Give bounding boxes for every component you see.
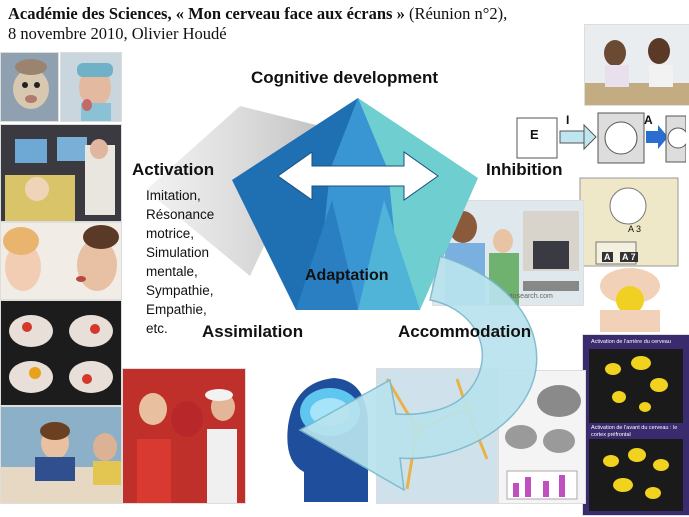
- task-arrow2-letter: A: [644, 113, 653, 127]
- brain-scans-photo: [0, 300, 122, 406]
- brain-caption-bottom: Activation de l'avant du cerveau : le co…: [591, 425, 685, 439]
- sheet-label-a: A: [602, 252, 613, 262]
- header-line-2: 8 novembre 2010, Olivier Houdé: [8, 24, 648, 44]
- doctor-photo: [60, 52, 122, 122]
- label-cognitive-development: Cognitive development: [251, 68, 438, 88]
- label-inhibition: Inhibition: [486, 160, 562, 180]
- brain-caption-top: Activation de l'arrière du cerveau: [591, 339, 685, 346]
- activation-list-item: Sympathie,: [146, 281, 214, 300]
- monkey-photo: [0, 52, 59, 122]
- baby-screens-photo: [0, 124, 122, 222]
- faces-photo: [0, 222, 122, 300]
- label-accommodation: Accommodation: [398, 322, 531, 342]
- brain-activation-panel: Activation de l'arrière du cerveau Activ…: [582, 334, 689, 516]
- header-title: Académie des Sciences, « Mon cerveau fac…: [8, 4, 405, 23]
- sheet-label-a3: A 3: [628, 224, 641, 234]
- children-table-photo: [584, 24, 689, 106]
- activation-list-item: motrice,: [146, 224, 214, 243]
- header-line-1: Académie des Sciences, « Mon cerveau fac…: [8, 4, 648, 24]
- activation-list-item: Simulation: [146, 243, 214, 262]
- slide-header: Académie des Sciences, « Mon cerveau fac…: [8, 4, 648, 44]
- label-assimilation: Assimilation: [202, 322, 303, 342]
- sheet-label-a7: A 7: [620, 252, 638, 262]
- activation-list-item: Imitation,: [146, 186, 214, 205]
- activation-list: Imitation, Résonance motrice, Simulation…: [146, 186, 214, 338]
- label-activation: Activation: [132, 160, 214, 180]
- activation-list-item: Empathie,: [146, 300, 214, 319]
- activation-list-item: Résonance: [146, 205, 214, 224]
- label-adaptation: Adaptation: [305, 267, 389, 285]
- activation-list-item: etc.: [146, 319, 214, 338]
- header-meeting: (Réunion n°2),: [405, 4, 507, 23]
- activation-list-item: mentale,: [146, 262, 214, 281]
- children-writing-photo: [0, 406, 122, 504]
